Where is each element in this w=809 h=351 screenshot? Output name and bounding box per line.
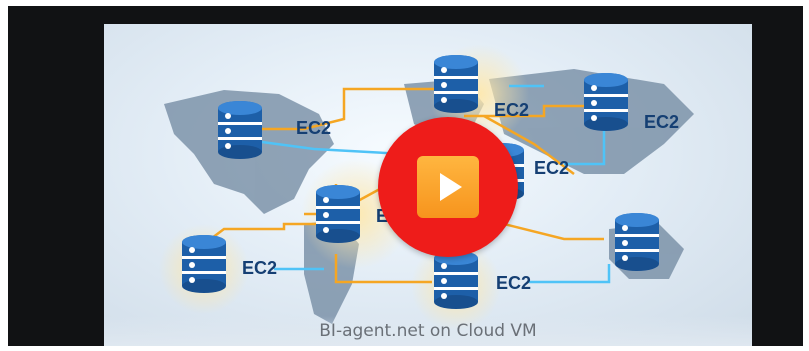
ec2-label: EC2 (494, 100, 529, 120)
video-caption: BI-agent.net on Cloud VM (104, 316, 752, 346)
ec2-label: EC2 (296, 118, 331, 138)
ec2-label: EC2 (644, 112, 679, 132)
video-embed[interactable]: EC2 EC2 EC2 EC2 EC2 EC2 EC2 BI-agent.net… (8, 6, 803, 346)
play-button[interactable] (378, 117, 518, 257)
ec2-label: EC2 (534, 158, 569, 178)
play-icon (417, 156, 479, 218)
video-thumbnail[interactable]: EC2 EC2 EC2 EC2 EC2 EC2 EC2 BI-agent.net… (104, 24, 752, 346)
ec2-label: EC2 (242, 258, 277, 278)
ec2-label: EC2 (496, 273, 531, 293)
